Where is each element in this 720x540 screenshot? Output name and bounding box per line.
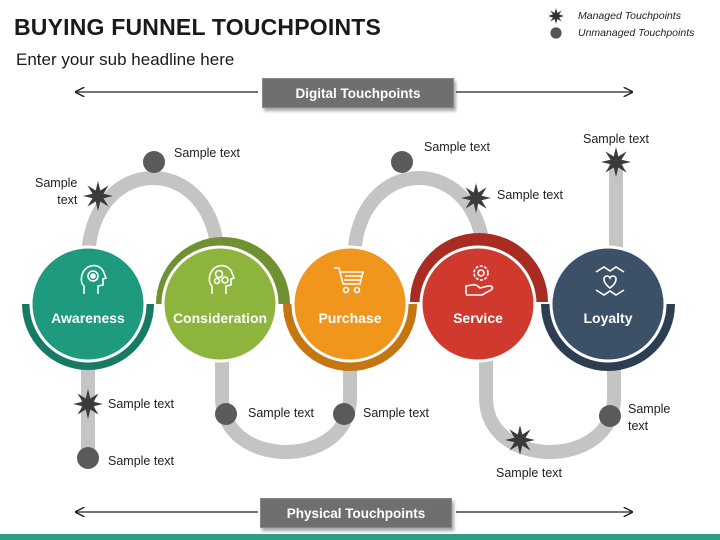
stage-circle-consideration (161, 245, 279, 363)
footer-accent-bar (0, 534, 720, 540)
page-subtitle: Enter your sub headline here (16, 50, 235, 69)
stage-label-loyalty: Loyalty (583, 310, 633, 326)
touchpoint-label-6: Sample text (108, 397, 175, 411)
managed-touchpoint-star (505, 425, 535, 455)
managed-touchpoint-star (461, 183, 491, 213)
managed-touchpoint-star (601, 147, 631, 177)
legend-label-managed: Managed Touchpoints (578, 9, 681, 22)
page-title: BUYING FUNNEL TOUCHPOINTS (14, 14, 382, 40)
legend-item-managed: Managed Touchpoints (548, 7, 694, 24)
stage-circle-purchase (291, 245, 409, 363)
legend-label-unmanaged: Unmanaged Touchpoints (578, 26, 695, 39)
track-top-2 (347, 171, 491, 269)
touchpoint-label-11: Sample text (628, 402, 671, 433)
unmanaged-touchpoint-dot (143, 151, 165, 173)
legend: Managed Touchpoints Unmanaged Touchpoint… (548, 7, 694, 41)
unmanaged-touchpoint-dot (391, 151, 413, 173)
touchpoint-markers (73, 147, 631, 469)
unmanaged-touchpoint-dot (599, 405, 621, 427)
touchpoint-label-3: Sample text (424, 140, 491, 154)
managed-touchpoint-star (83, 181, 113, 211)
unmanaged-touchpoint-dot (215, 403, 237, 425)
managed-star-icon (548, 7, 564, 24)
touchpoint-label-2: Sample text (35, 176, 78, 207)
stage-label-consideration: Consideration (172, 310, 268, 326)
touchpoint-label-10: Sample text (496, 466, 563, 480)
stage-label-awareness: Awareness (51, 310, 125, 326)
touchpoint-label-8: Sample text (248, 406, 315, 420)
shopping-cart-icon (334, 267, 365, 294)
unmanaged-touchpoint-dot (77, 447, 99, 469)
head-target-icon (80, 264, 108, 294)
digital-touchpoints-band: Digital Touchpoints (262, 78, 454, 108)
managed-touchpoint-star (73, 389, 103, 419)
unmanaged-dot-icon (550, 26, 562, 39)
physical-touchpoints-band: Physical Touchpoints (260, 498, 452, 528)
stage-label-purchase: Purchase (318, 310, 382, 326)
touchpoint-label-1: Sample text (174, 146, 241, 160)
track-top-1 (81, 171, 225, 269)
hands-heart-icon (595, 266, 625, 296)
stage-circle-awareness (29, 245, 147, 363)
stage-label-service: Service (453, 310, 503, 326)
touchpoint-label-4: Sample text (497, 188, 564, 202)
head-gears-icon (208, 264, 236, 294)
stage-circles (29, 245, 667, 363)
touchpoint-label-9: Sample text (363, 406, 430, 420)
touchpoint-label-7: Sample text (108, 454, 175, 468)
stage-circle-service (419, 245, 537, 363)
hand-gear-icon (465, 265, 494, 296)
stage-circle-loyalty (549, 245, 667, 363)
unmanaged-touchpoint-dot (333, 403, 355, 425)
touchpoint-label-5: Sample text (583, 132, 650, 146)
legend-item-unmanaged: Unmanaged Touchpoints (548, 24, 694, 41)
